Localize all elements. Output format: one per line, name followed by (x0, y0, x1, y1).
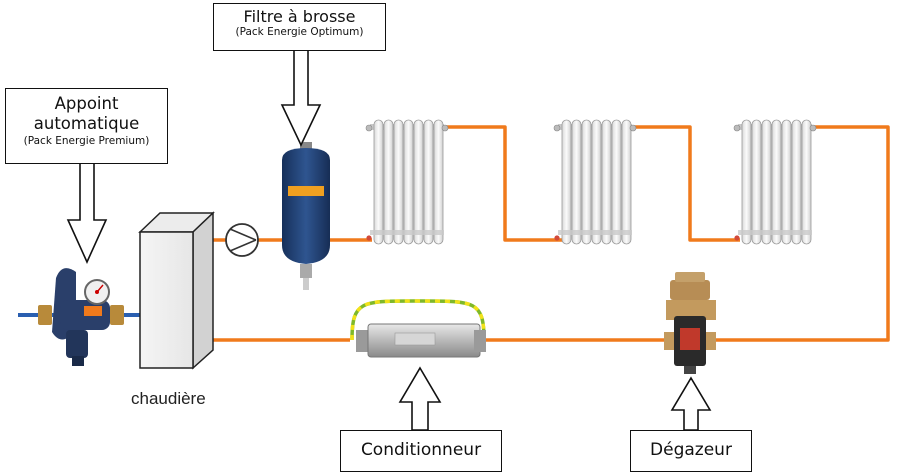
chaudiere-label: chaudière (131, 389, 206, 408)
appoint-automatique-valve (38, 268, 124, 366)
appoint-line1: Appoint (54, 94, 119, 113)
filtre-title: Filtre à brosse (243, 7, 356, 26)
chaudiere-boiler (138, 211, 215, 370)
conditionneur-bypass (350, 299, 486, 341)
hot-water-circuit (206, 125, 890, 342)
pump-icon (225, 223, 259, 257)
radiator-icon (553, 119, 637, 245)
degazeur-device (664, 272, 716, 374)
degazeur-callout: Dégazeur (630, 430, 752, 472)
filtre-a-brosse (282, 142, 330, 290)
appoint-automatique-callout: Appoint automatique (Pack Energie Premiu… (5, 88, 168, 164)
conditionneur-callout: Conditionneur (340, 430, 502, 472)
arrow-down-icon (66, 162, 108, 264)
radiator-icon (365, 119, 449, 245)
arrow-up-icon (398, 366, 442, 431)
arrow-down-icon (280, 49, 322, 147)
conditionneur-device (356, 323, 486, 358)
appoint-line2: automatique (33, 114, 140, 134)
filtre-subtitle: (Pack Energie Optimum) (235, 25, 364, 38)
appoint-subtitle: (Pack Energie Premium) (23, 134, 150, 147)
degazeur-label: Dégazeur (650, 440, 732, 460)
conditionneur-label: Conditionneur (360, 440, 482, 460)
filtre-a-brosse-callout: Filtre à brosse (Pack Energie Optimum) (213, 3, 386, 51)
arrow-up-icon (670, 376, 712, 431)
radiator-icon (733, 119, 817, 245)
